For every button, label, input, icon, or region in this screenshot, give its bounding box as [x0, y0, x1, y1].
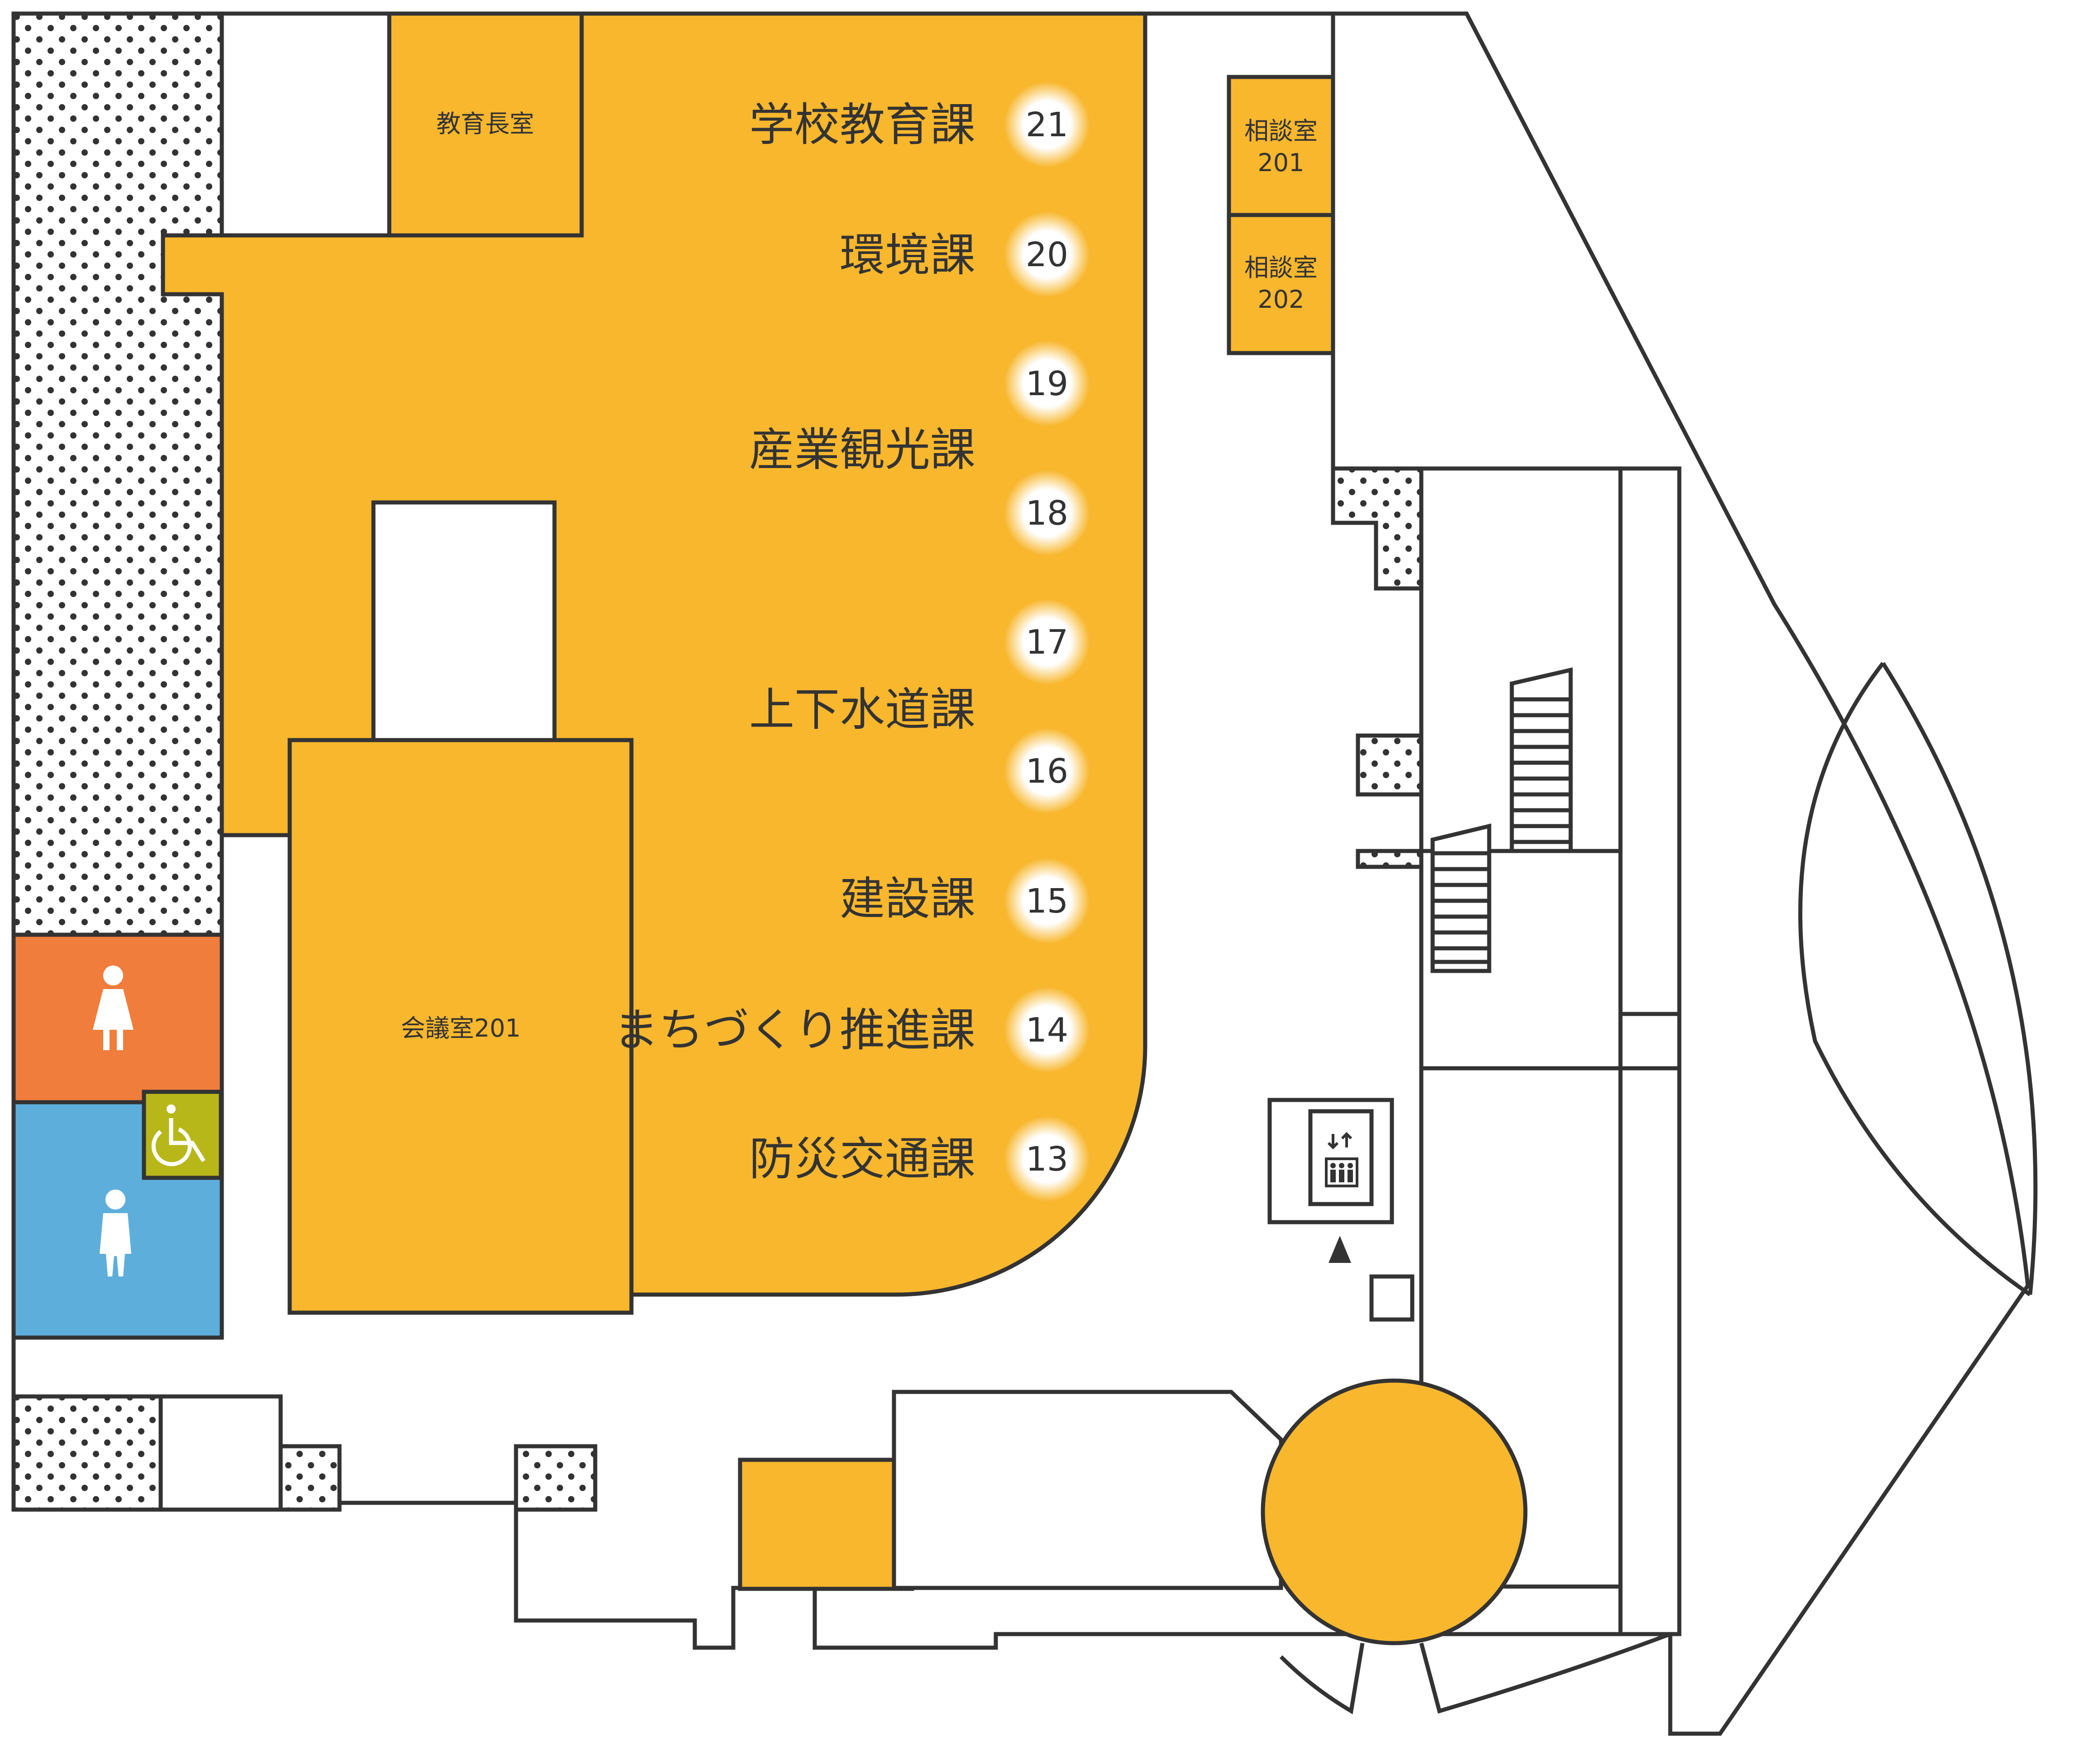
counter-13-number: 13: [1026, 1140, 1068, 1179]
utility-box: [1369, 1274, 1415, 1322]
storage-stair-low: [1356, 849, 1424, 869]
counter-19-number: 19: [1026, 364, 1068, 403]
counter-14-number: 14: [1026, 1011, 1068, 1050]
dept-water-sewer[interactable]: 上下水道課: [749, 683, 975, 736]
elevator-icon: [1325, 1132, 1358, 1187]
storage-bottom-2: [278, 1444, 342, 1512]
male-icon: [100, 1190, 131, 1276]
consult-room-201[interactable]: [1227, 75, 1335, 217]
corridor-gap: [1618, 1012, 1682, 1071]
consult-202-label-1: 相談室: [1244, 253, 1318, 282]
staircase-upper[interactable]: [1510, 667, 1573, 853]
courtyard-void: [371, 500, 557, 745]
garden-arc: [1798, 662, 2031, 1296]
counter-18[interactable]: 18: [1004, 470, 1090, 556]
meeting-room-201[interactable]: [287, 738, 634, 1315]
consult-201-label-2: 201: [1257, 148, 1304, 177]
female-icon: [93, 966, 134, 1050]
consult-201-label-1: 相談室: [1244, 117, 1318, 145]
storage-bottom-left: [11, 1394, 163, 1512]
counter-20[interactable]: 20: [1004, 211, 1090, 297]
office-area: [161, 11, 1147, 1297]
consult-room-202[interactable]: [1227, 213, 1335, 355]
counter-13[interactable]: 13: [1004, 1116, 1090, 1202]
rotunda[interactable]: [1261, 1378, 1528, 1645]
service-area-left: [11, 11, 224, 937]
dept-environment[interactable]: 環境課: [840, 229, 975, 282]
counter-15[interactable]: 15: [1004, 858, 1090, 944]
triangle-marker-icon: [1329, 1236, 1351, 1263]
counter-16-number: 16: [1026, 752, 1068, 791]
storage-bottom-3: [514, 1444, 597, 1512]
counter-14[interactable]: 14: [1004, 987, 1090, 1073]
counter-15-number: 15: [1026, 882, 1068, 921]
garden-arc-edge: [1881, 662, 2038, 1295]
meeting-room-label: 会議室201: [401, 1014, 521, 1042]
dept-disaster-traffic[interactable]: 防災交通課: [749, 1133, 975, 1186]
counter-21[interactable]: 21: [1004, 81, 1090, 167]
staircase-lower[interactable]: [1430, 823, 1491, 973]
room-bottom-center: [892, 1390, 1283, 1590]
counter-19[interactable]: 19: [1004, 340, 1090, 426]
dept-industry-tourism[interactable]: 産業観光課: [749, 423, 975, 476]
counter-21-number: 21: [1026, 105, 1068, 144]
storage-stair-mid: [1356, 733, 1424, 797]
elevator[interactable]: [1267, 1098, 1394, 1224]
entrance-wall: [1279, 1643, 1365, 1715]
counter-20-number: 20: [1026, 235, 1068, 274]
counter-16[interactable]: 16: [1004, 728, 1090, 814]
counter-17[interactable]: 17: [1004, 599, 1090, 685]
consult-202-label-2: 202: [1257, 285, 1304, 314]
office-small-bottom[interactable]: [738, 1458, 914, 1591]
counter-17-number: 17: [1026, 623, 1068, 662]
storage-stair-top: [1331, 466, 1424, 591]
dept-construction[interactable]: 建設課: [840, 872, 975, 925]
wheelchair-icon: [151, 1104, 205, 1166]
room-bottom-small: [158, 1394, 283, 1512]
entrance-wall-right: [1419, 1632, 1671, 1714]
superintendent-office-label: 教育長室: [436, 110, 534, 138]
dept-school-education[interactable]: 学校教育課: [749, 98, 975, 151]
superintendent-office[interactable]: [387, 11, 584, 238]
dept-town-planning[interactable]: まちづくり推進課: [613, 1004, 975, 1056]
counter-18-number: 18: [1026, 494, 1068, 533]
